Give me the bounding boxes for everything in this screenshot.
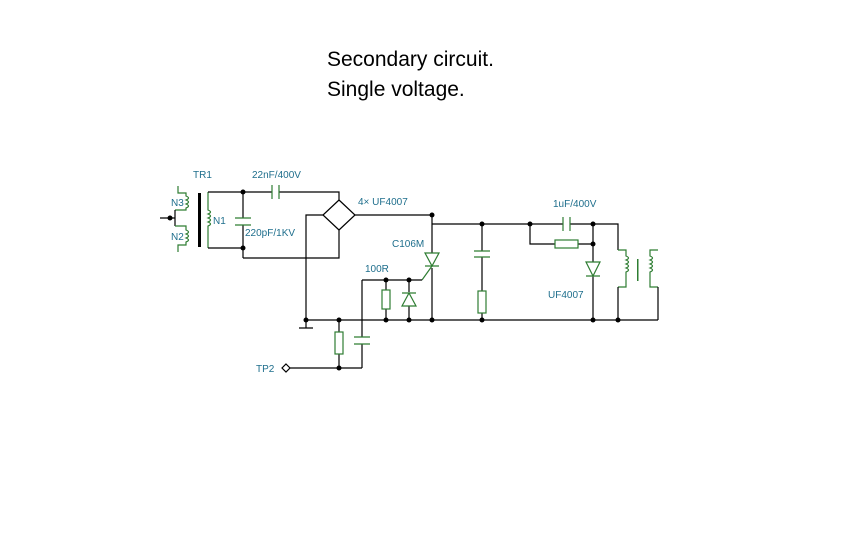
label-resistor-gate: 100R <box>365 264 389 275</box>
gate-network: 100R <box>354 264 422 368</box>
testpoint-tp2 <box>281 363 291 373</box>
label-tr1: TR1 <box>193 170 212 181</box>
output-transformer <box>615 249 659 323</box>
label-cap-series: 22nF/400V <box>252 170 301 181</box>
capacitor-220pf: 220pF/1KV <box>235 189 295 258</box>
scr-c106m: C106M <box>392 212 441 323</box>
junction-dot <box>167 215 173 221</box>
filter-rc <box>432 221 530 323</box>
title-line-1: Secondary circuit. <box>327 48 494 71</box>
winding-n1 <box>206 192 212 248</box>
transformer-tr1: TR1 N3 N2 N1 <box>160 170 243 252</box>
title-line-2: Single voltage. <box>327 78 465 101</box>
bridge-rectifier: 4× UF4007 <box>243 197 432 320</box>
winding-n3 <box>175 186 190 211</box>
label-testpoint: TP2 <box>256 364 275 375</box>
label-cap-snubber: 1uF/400V <box>553 199 597 210</box>
transformer-core <box>198 193 201 247</box>
center-tap-wire <box>160 210 176 226</box>
label-bridge: 4× UF4007 <box>358 197 408 208</box>
primary-wires <box>208 191 243 249</box>
snubber: 1uF/400V UF4007 <box>527 199 619 323</box>
capacitor-22nf: 22nF/400V <box>243 170 340 200</box>
label-n2: N2 <box>171 232 184 243</box>
tp2-network: TP2 <box>256 317 362 375</box>
label-n1: N1 <box>213 216 226 227</box>
label-n3: N3 <box>171 198 184 209</box>
label-diode-out: UF4007 <box>548 290 584 301</box>
label-cap-shunt: 220pF/1KV <box>245 228 295 239</box>
label-scr: C106M <box>392 239 424 250</box>
winding-n2 <box>175 225 190 252</box>
